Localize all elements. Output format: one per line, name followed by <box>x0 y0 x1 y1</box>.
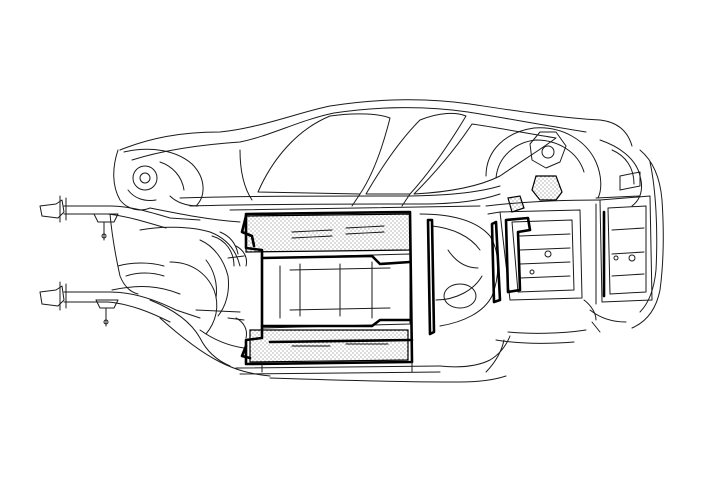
cabin-upper-body <box>119 99 633 207</box>
stipple-patch-front-wheelhouse <box>531 175 563 201</box>
rear-wheel-house <box>113 148 204 211</box>
tunnel-transition <box>419 213 502 336</box>
highlight-floor-crossmember <box>268 338 414 344</box>
main-floor-pan <box>229 205 481 375</box>
stipple-floor-upper <box>245 213 411 253</box>
rear-side-members <box>39 195 201 327</box>
highlight-rear-corner-upper <box>240 214 256 248</box>
rear-floor-area <box>139 207 247 367</box>
stipple-patch-front-floor <box>507 195 525 213</box>
highlight-floor-inner-lower <box>260 318 412 328</box>
highlight-floor-inner-upper <box>260 254 412 266</box>
highlight-tunnel-brace <box>490 220 502 304</box>
lower-body-contour <box>159 317 587 383</box>
front-floor-area <box>485 195 606 321</box>
highlight-center-rail-right <box>426 218 436 336</box>
front-wheel-house <box>485 127 643 207</box>
front-end-structure <box>589 149 664 333</box>
highlight-rear-corner-lower <box>240 344 252 360</box>
highlight-front-rail-left <box>504 216 532 294</box>
